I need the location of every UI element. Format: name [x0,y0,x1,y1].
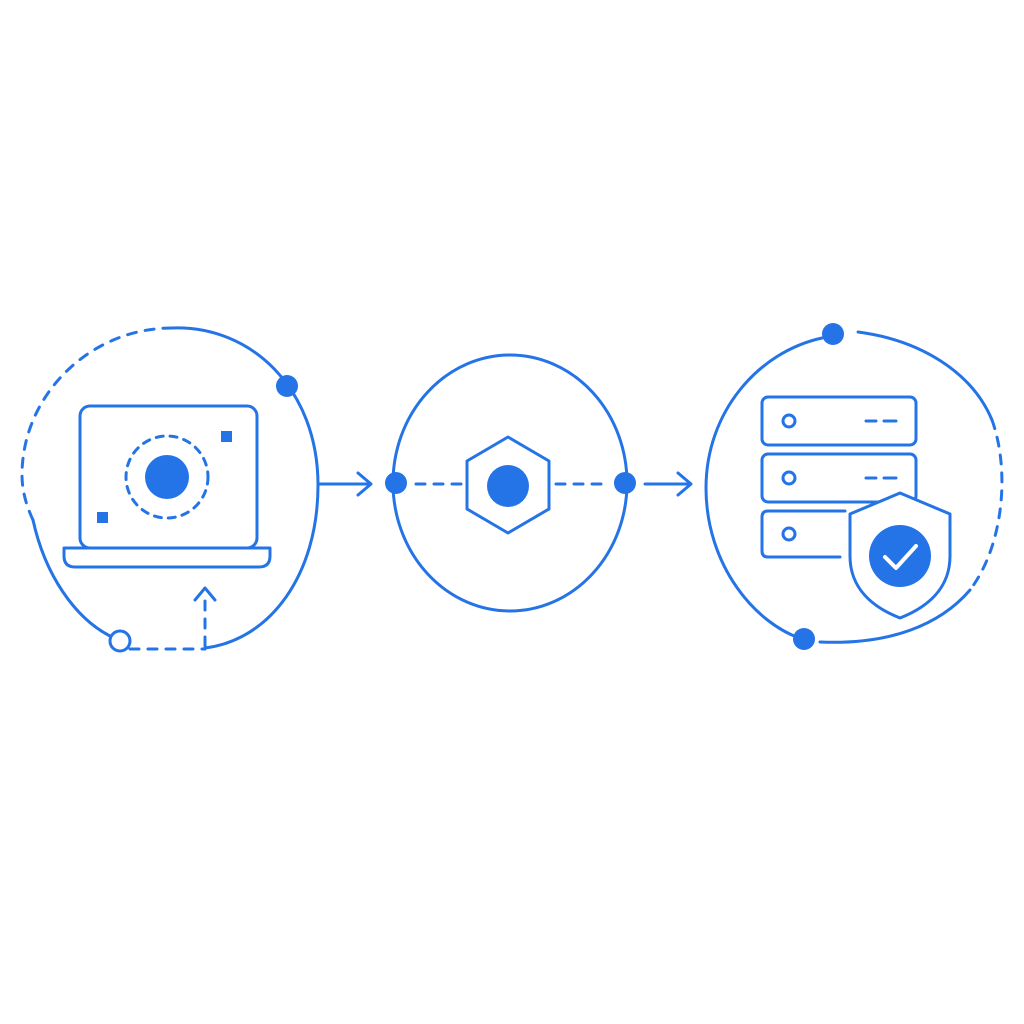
connector-gateway-server [643,471,693,497]
client-ring-dashed-arc [20,326,174,522]
upload-arrow-head [193,586,217,602]
laptop-icon [62,404,272,569]
camera-lens-dot [145,455,189,499]
server-unit-2-led [781,470,797,486]
server-unit-3 [760,509,847,559]
server-unit-1 [760,395,918,447]
gateway-port-left [385,472,407,494]
server-unit-3-led [781,526,797,542]
checkmark [883,544,918,570]
server-unit-1-led [781,413,797,429]
gateway-node [385,353,636,613]
screen-pixel-bottomleft [97,512,108,523]
screen-pixel-topright [221,431,232,442]
client-ring-lower-arc [31,518,112,638]
client-orbit-dot [276,375,298,397]
server-ring-dashed-arc [968,418,1004,592]
server-orbit-dot-bottom [793,628,815,650]
arrow-head [676,471,693,497]
hexagon-core-dot [487,465,529,507]
hexagon-node-icon [465,435,551,535]
shield-check-icon [848,491,952,620]
server-ring-upper-arc [856,330,994,422]
server-unit-2 [760,452,918,504]
camera-dashed-ring [124,434,210,520]
server-rack-icon [760,395,918,559]
connector-client-gateway [316,471,373,497]
client-orbit-hollow-dot [108,629,132,653]
hexagon-outline [465,435,551,535]
server-orbit-dot-top [822,323,844,345]
laptop-base [62,546,272,569]
server-node [704,323,1004,650]
arrow-head [356,471,373,497]
server-ring-solid-arc [704,336,824,642]
check-badge-circle [869,525,931,587]
gateway-port-right [614,472,636,494]
client-node [20,326,320,653]
server-ring-lower-arc [818,588,972,644]
